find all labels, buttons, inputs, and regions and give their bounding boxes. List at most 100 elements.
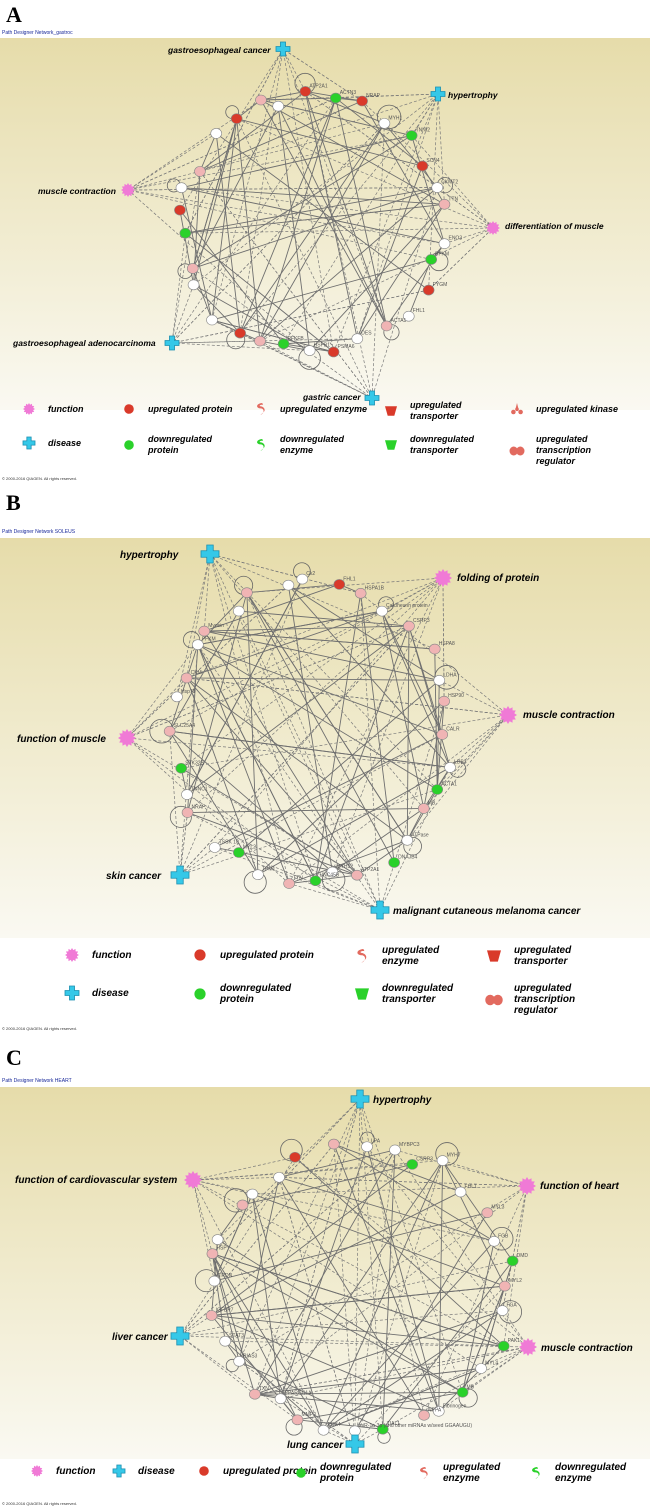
hub-edge [444, 227, 494, 244]
gene-node [405, 130, 418, 141]
self-loop [435, 1142, 459, 1166]
hub-label: function of heart [540, 1181, 620, 1192]
disease-icon [370, 900, 390, 920]
hub-edge [282, 48, 306, 92]
gene-label: HSPB1 [314, 343, 331, 349]
gene-node [376, 605, 388, 617]
gene-node [163, 725, 176, 737]
function-icon [434, 569, 452, 587]
self-loop [223, 1188, 249, 1213]
hub-edge [354, 1098, 362, 1431]
gene-label: PPARGC1A [285, 1391, 313, 1397]
network-edge [309, 203, 445, 351]
network-edge [323, 1159, 444, 1431]
network-edge [435, 701, 445, 791]
network-edge [438, 1345, 505, 1412]
down-transporter-icon [385, 440, 397, 450]
self-loop [376, 104, 402, 130]
gene-node [211, 1234, 224, 1245]
hub-edge [379, 701, 445, 911]
gene-node [488, 1235, 500, 1247]
gene-label: HSP [216, 1246, 227, 1252]
hub-edge [288, 714, 509, 884]
hub-label: malignant cutaneous melanoma cancer [393, 906, 581, 917]
function-icon [65, 948, 79, 962]
gene-node [326, 866, 339, 878]
gene-label: NRAP [366, 93, 381, 99]
legend-item: function [62, 945, 131, 965]
hub-edge [439, 680, 509, 716]
gene-labels: LPAMYBPC3CSRP3MYH7FHL1MYL3FGBDMDMYL2FGAP… [216, 1139, 529, 1429]
gene-node [389, 1144, 401, 1156]
network-edge [251, 1193, 282, 1400]
network-edge [169, 610, 240, 732]
gene-node [291, 1414, 304, 1426]
network-background [0, 538, 650, 938]
hub-edge [359, 1098, 425, 1416]
legend-label: downregulated transporter [382, 983, 454, 1005]
network-edge [335, 97, 388, 327]
gene-node [432, 1405, 445, 1417]
legend-item: downregulated protein [120, 434, 243, 456]
network-edge [260, 99, 445, 205]
hub-edge [126, 737, 290, 884]
network-edge [212, 1253, 464, 1393]
network-edge [462, 1240, 496, 1393]
hub-edge [282, 48, 363, 102]
gene-label: ENO3 [448, 236, 462, 242]
hub-label: hypertrophy [373, 1095, 432, 1106]
gene-node [246, 1188, 259, 1200]
hub-edge [127, 189, 432, 260]
gene-node [309, 875, 322, 887]
panel-letter: B [6, 490, 21, 515]
network-edge [211, 1315, 505, 1348]
gene-node [403, 620, 415, 632]
network-edge [186, 677, 440, 683]
hub-edge [179, 1334, 504, 1347]
hub-edge [181, 577, 444, 769]
gene-node [210, 128, 223, 139]
gene-node [179, 227, 192, 239]
gene-node [187, 279, 200, 291]
hub-edge [199, 171, 373, 399]
gene-label: TNNI2 [416, 128, 431, 134]
gene-node [181, 807, 194, 818]
network-edge [356, 204, 445, 340]
network-edge [186, 677, 408, 841]
network-edge [184, 187, 438, 235]
down-protein-icon [194, 988, 206, 1000]
disease-icon [275, 41, 291, 57]
gene-node [436, 729, 449, 740]
hub-edge [238, 852, 381, 911]
gene-node [433, 675, 446, 686]
network-edge [197, 644, 443, 735]
gene-node [351, 869, 363, 881]
hub-edge [371, 187, 438, 399]
network-edge [236, 118, 423, 167]
gene-label: Fibrinogen [443, 1403, 467, 1409]
gene-node [438, 238, 451, 249]
legend-label: disease [92, 987, 129, 999]
legend-label: upregulated enzyme [280, 403, 368, 414]
hub-label: liver cancer [112, 1332, 169, 1343]
hub-edge [254, 1098, 361, 1395]
gene-label: TIAL1 [387, 1421, 401, 1427]
legend-item: upregulated protein [195, 1462, 317, 1480]
gene-node [272, 100, 285, 112]
network-edge [304, 90, 385, 124]
down-transporter-icon [355, 988, 369, 1000]
gene-label: FHL1 [343, 576, 355, 582]
hub-edge [209, 553, 435, 650]
legend-label: function [56, 1465, 96, 1477]
network-edge [287, 584, 440, 681]
gene-node [208, 842, 221, 853]
network-background [0, 1087, 650, 1459]
gene-label: NRAP [192, 805, 207, 811]
network-edge [366, 1146, 440, 1412]
network-edge [437, 1160, 444, 1412]
gene-label: PYGM [433, 282, 448, 288]
network-edge [181, 187, 446, 245]
down-protein-icon [296, 1468, 306, 1478]
hub-edge [127, 189, 310, 351]
